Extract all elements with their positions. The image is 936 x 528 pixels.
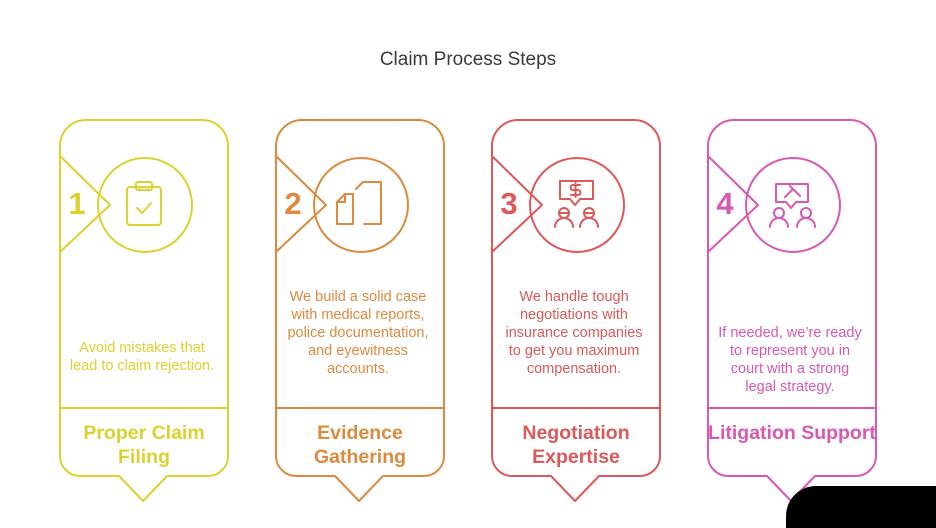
step-card-1: [59, 119, 229, 502]
negotiation-icon: [554, 180, 599, 228]
step-description-4: If needed, we’re ready to represent you …: [718, 325, 862, 395]
diagram-title: Claim Process Steps: [379, 49, 557, 70]
step-description-1: Avoid mistakes that lead to claim reject…: [69, 340, 215, 374]
step-card-3: [491, 119, 661, 502]
step-label-2: Evidence Gathering: [313, 422, 407, 468]
step-number-4: 4: [716, 186, 734, 221]
step-description-3: We handle tough negotiations with insura…: [505, 289, 643, 377]
gavel-people-icon: [769, 183, 816, 228]
step-label-1: Proper Claim Filing: [83, 422, 205, 468]
corner-overlay: [786, 486, 936, 528]
step-label-3: Negotiation Expertise: [522, 422, 630, 468]
step-number-2: 2: [284, 186, 302, 221]
step-number-1: 1: [68, 186, 86, 221]
step-card-2: [275, 119, 445, 502]
clipboard-check-icon: [126, 181, 162, 226]
documents-icon: [336, 181, 382, 225]
step-label-4: Litigation Support: [708, 422, 876, 444]
step-number-3: 3: [500, 186, 518, 221]
step-description-2: We build a solid case with medical repor…: [287, 289, 429, 377]
